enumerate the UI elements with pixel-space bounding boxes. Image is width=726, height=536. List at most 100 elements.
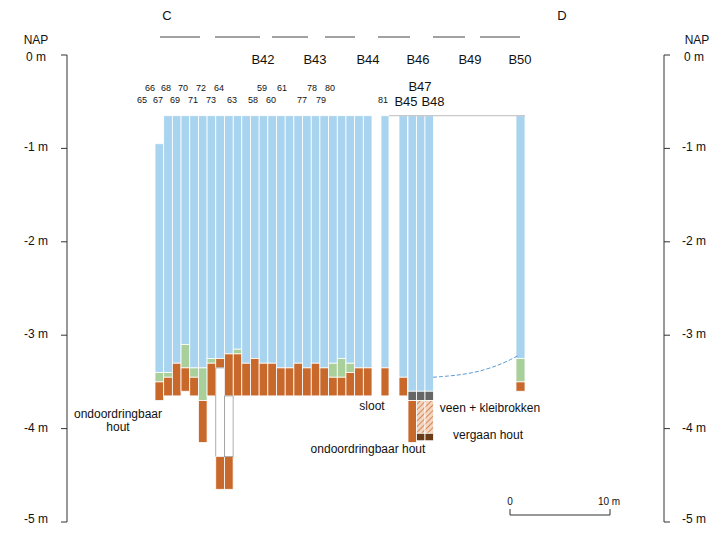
depth-label: 0 m [684,51,704,64]
soil-layer [198,116,207,368]
soil-layer [516,116,525,359]
axis-line [664,55,665,522]
soil-layer [303,116,312,368]
datum-label: NAP [685,34,710,47]
soil-layer [408,401,417,443]
interpolation-line [433,356,518,377]
borehole-id: B44 [356,53,379,67]
borehole-number: 66 [145,84,155,94]
soil-layer [155,144,164,373]
soil-layer [268,116,277,364]
borehole-number: 72 [196,84,206,94]
soil-layer [294,116,303,364]
soil-layer [216,359,225,368]
soil-layer [516,359,525,382]
borehole-id: B43 [303,53,326,67]
axis-line [67,55,68,522]
soil-layer [417,116,426,392]
borehole-number: 58 [248,96,258,106]
axis-tick [664,148,670,149]
soil-layer [233,354,242,396]
depth-label: -4 m [682,422,706,435]
soil-layer [164,116,173,373]
surface-line [389,115,525,116]
depth-label: -2 m [24,235,48,248]
section-line [433,37,465,38]
soil-layer [363,116,372,368]
axis-tick [61,335,67,336]
depth-label: -3 m [682,329,706,342]
soil-layer [259,363,268,396]
borehole-id: B42 [251,53,274,67]
soil-layer [337,377,346,396]
axis-tick [664,522,670,523]
depth-label: -5 m [682,513,706,526]
borehole-number: 61 [277,84,287,94]
borehole-number: 77 [297,96,307,106]
soil-layer [303,368,312,396]
axis-tick [664,335,670,336]
section-end: D [557,9,566,23]
soil-layer [207,363,216,396]
scale-label: 10 m [598,496,620,507]
scale-bar [510,509,610,515]
borehole-columns [155,116,525,490]
soil-layer [346,116,355,364]
borehole-id: B49 [458,53,481,67]
soil-layer [216,368,225,457]
depth-label: -2 m [682,235,706,248]
soil-layer [216,457,225,490]
axis-tick [61,522,67,523]
soil-layer [233,116,242,350]
borehole-number: 80 [325,84,335,94]
depth-label: -3 m [24,329,48,342]
soil-layer [198,368,207,401]
borehole-number: 64 [214,84,224,94]
section-line [480,37,520,38]
soil-layer [417,391,426,400]
annotation: ondoordringbaar hout [311,443,426,456]
soil-layer [233,349,242,354]
depth-axis [61,55,670,522]
section-line [215,37,260,38]
soil-layer [250,359,259,396]
soil-layer [329,377,338,396]
soil-layer [425,116,434,392]
axis-tick [664,241,670,242]
borehole-number: 70 [178,84,188,94]
annotation: veen + kleibrokken [440,402,540,415]
borehole-number: 79 [316,96,326,106]
depth-label: 0 m [26,51,46,64]
soil-layer [417,401,426,434]
annotation: ondoordringbaar hout [63,408,173,434]
borehole-id: B48 [421,95,444,109]
soil-layer [320,368,329,396]
soil-layer [216,116,225,359]
section-line [325,37,355,38]
soil-layer [155,382,164,401]
soil-layer [399,116,408,378]
soil-layer [408,116,417,392]
axis-tick [664,428,670,429]
borehole-number: 63 [227,96,237,106]
soil-layer [190,116,199,368]
depth-label: -1 m [682,142,706,155]
soil-layer [190,377,199,396]
borehole-number: 81 [378,96,388,106]
axis-tick [61,241,67,242]
soil-layer [285,116,294,368]
soil-layer [355,116,364,368]
soil-layer [346,363,355,372]
depth-label: -1 m [24,142,48,155]
soil-layer [320,116,329,368]
annotation: vergaan hout [453,429,523,442]
soil-layer [181,345,190,368]
section-line [378,37,410,38]
soil-layer [425,401,434,434]
soil-layer [425,433,434,440]
soil-layer [399,377,408,396]
borehole-number: 71 [188,96,198,106]
borehole-number: 73 [206,96,216,106]
section-line [160,37,200,38]
section-end: C [162,9,171,23]
